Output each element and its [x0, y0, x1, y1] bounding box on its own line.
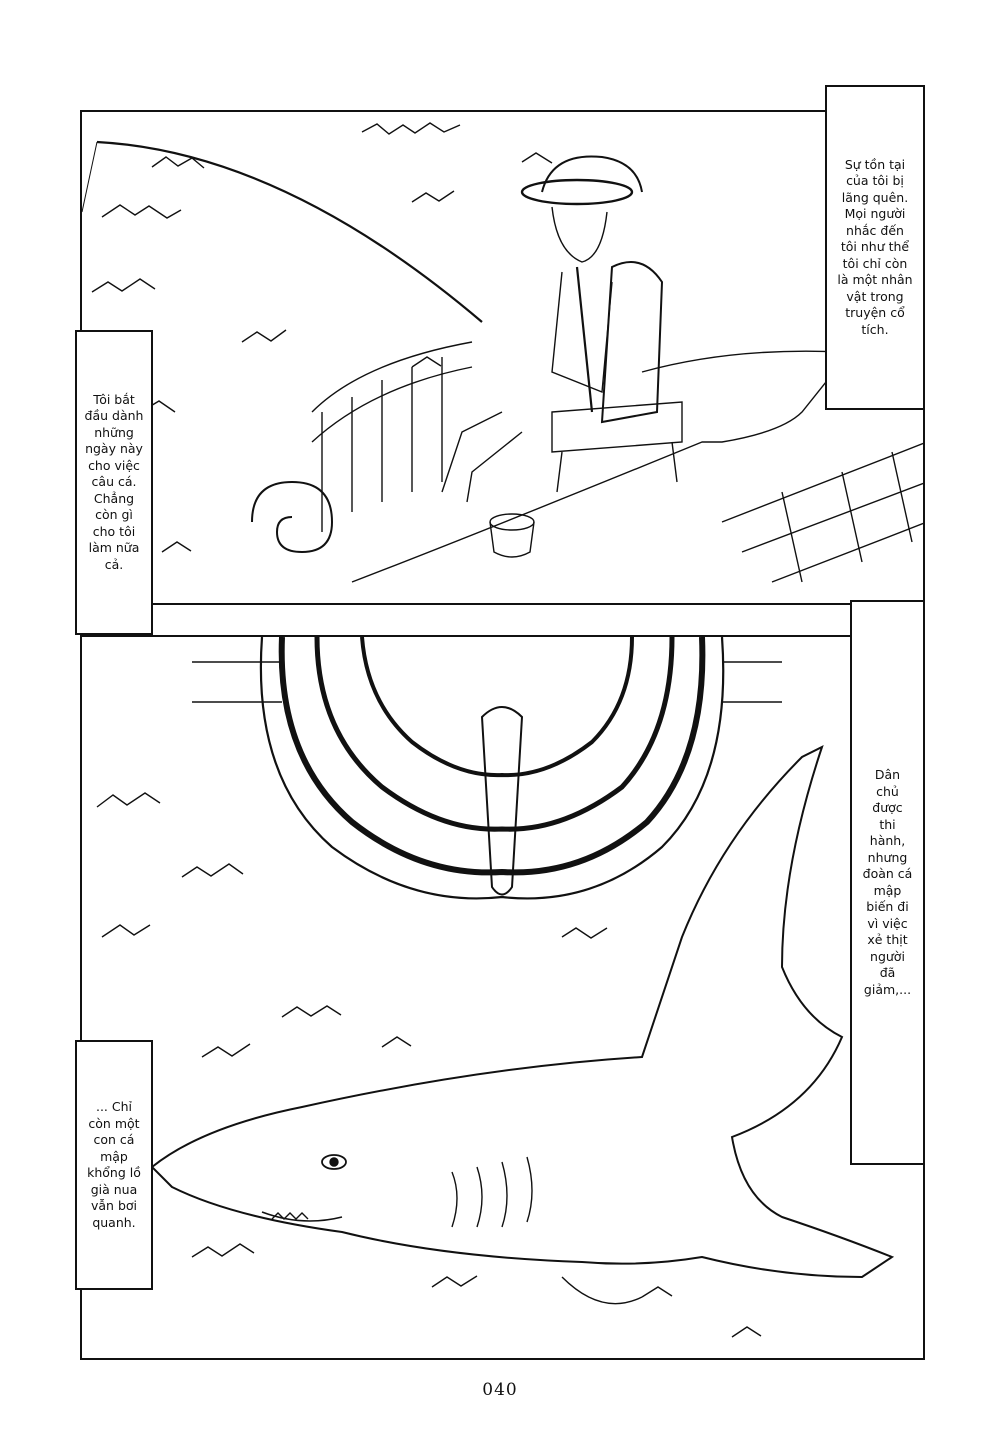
caption-top-right: Sự tồn tại của tôi bị lãng quên. Mọi ngư… — [825, 85, 925, 410]
caption-bottom-left: ... Chỉ còn một con cá mập khổng lồ già … — [75, 1040, 153, 1290]
fisherman-illustration — [82, 122, 923, 583]
top-panel — [80, 110, 925, 605]
caption-top-left: Tôi bắt đầu dành những ngày này cho việc… — [75, 330, 153, 635]
page-number: 040 — [482, 1380, 518, 1400]
bottom-panel — [80, 635, 925, 1360]
caption-bottom-right: Dân chủ được thi hành, nhưng đoàn cá mập… — [850, 600, 925, 1165]
shark-illustration — [96, 637, 895, 1338]
